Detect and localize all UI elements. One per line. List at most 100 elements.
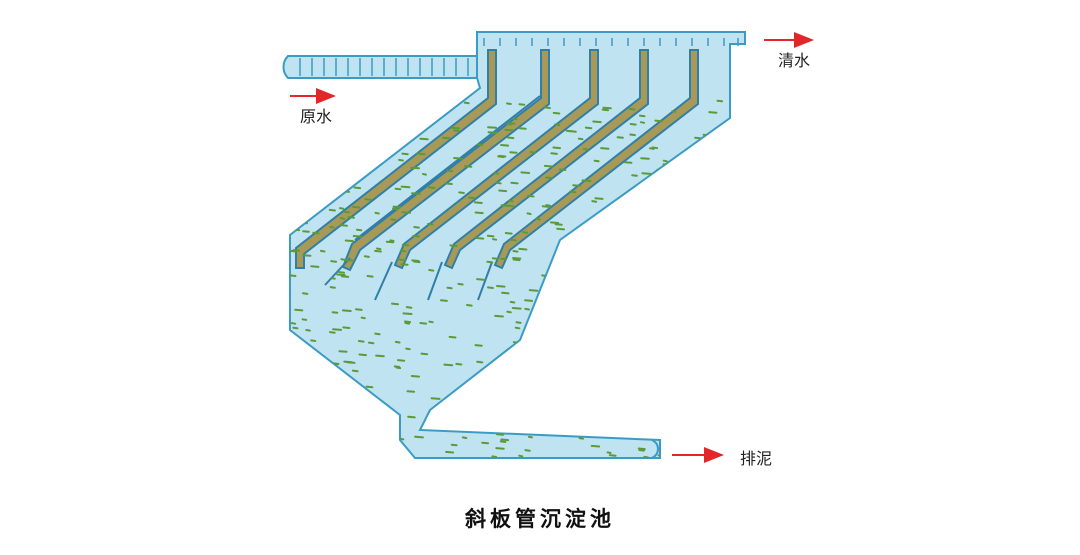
sediment-dash: [644, 353, 651, 357]
sediment-dash: [698, 290, 705, 293]
sediment-dash: [611, 329, 618, 332]
sediment-dash: [642, 199, 651, 203]
sediment-dash: [342, 326, 351, 329]
sediment-dash: [373, 407, 381, 410]
sediment-dash: [481, 419, 487, 422]
sediment-dash: [321, 178, 327, 182]
sediment-dash: [514, 326, 521, 330]
sediment-dash: [453, 397, 462, 401]
sediment-dash: [476, 360, 484, 364]
sediment-dash: [688, 223, 695, 226]
sediment-dash: [541, 274, 548, 277]
sediment-dash: [340, 275, 350, 278]
sediment-dash: [494, 314, 504, 318]
sediment-dash: [606, 451, 612, 454]
sediment-dash: [357, 410, 366, 414]
sediment-dash: [338, 350, 348, 353]
sediment-dash: [652, 375, 659, 378]
sediment-dash: [682, 177, 688, 180]
sediment-dash: [413, 226, 420, 229]
sediment-dash: [290, 322, 297, 325]
sediment-dash: [634, 312, 640, 316]
sediment-dash: [290, 180, 301, 184]
sediment-dash: [348, 164, 358, 167]
sediment-dash: [292, 371, 301, 374]
sediment-dash: [368, 412, 375, 415]
sediment-dash: [529, 151, 536, 154]
sediment-dash: [587, 384, 597, 387]
sediment-dash: [723, 386, 734, 390]
sediment-dash: [639, 121, 646, 124]
inlet-pipe: [282, 55, 479, 79]
sediment-dash: [661, 313, 671, 316]
sediment-dash: [721, 318, 729, 321]
sediment-dash: [527, 194, 535, 198]
sediment-dash: [495, 433, 505, 436]
sediment-dash: [643, 355, 654, 359]
sediment-dash: [711, 390, 721, 394]
sediment-dash: [679, 334, 685, 338]
sediment-dash: [662, 402, 669, 406]
sediment-dash: [347, 216, 355, 219]
sediment-dash: [527, 435, 533, 439]
sediment-dash: [496, 410, 502, 414]
sediment-dash: [442, 136, 451, 140]
sediment-dash: [518, 454, 524, 458]
sediment-dash: [356, 163, 363, 166]
sediment-dash: [461, 436, 468, 439]
sediment-dash: [302, 254, 312, 257]
sediment-dash: [545, 427, 551, 431]
sediment-dash: [299, 215, 307, 219]
sediment-dash: [512, 257, 522, 260]
sediment-dash: [294, 308, 304, 312]
sediment-dash: [704, 162, 713, 166]
sediment-dash: [324, 415, 333, 418]
sediment-dash: [495, 447, 505, 450]
sediment-dash: [715, 208, 724, 212]
sediment-dash: [314, 191, 322, 194]
sediment-dash: [365, 385, 374, 389]
sediment-dash: [335, 430, 345, 434]
sediment-dash: [445, 450, 455, 454]
sediment-dash: [500, 438, 510, 442]
sediment-dash: [319, 186, 328, 189]
sediment-dash: [643, 455, 649, 458]
sediment-dash: [368, 124, 375, 127]
sediment-dash: [595, 353, 601, 357]
sediment-dash: [524, 299, 534, 302]
sediment-dash: [622, 263, 631, 266]
sediment-dash: [455, 362, 463, 366]
sediment-dash: [453, 157, 463, 160]
sediment-dash: [398, 158, 404, 162]
sediment-dash: [406, 390, 416, 393]
sediment-dash: [628, 107, 636, 111]
sediment-dash: [736, 404, 745, 407]
sediment-dash: [734, 336, 741, 339]
sediment-dash: [500, 204, 511, 207]
sediment-dash: [635, 370, 644, 374]
sediment-dash: [653, 300, 664, 304]
sediment-dash: [476, 278, 485, 281]
sludge-label: 排泥: [740, 449, 772, 468]
sediment-dash: [732, 333, 741, 337]
sediment-dash: [604, 300, 613, 304]
sediment-dash: [290, 249, 297, 253]
sediment-dash: [524, 307, 530, 311]
sediment-dash: [344, 411, 355, 415]
sediment-dash: [397, 359, 406, 362]
sediment-dash: [333, 362, 340, 365]
sediment-dash: [391, 143, 402, 147]
sediment-dash: [572, 184, 582, 187]
sediment-dash: [353, 152, 361, 155]
sediment-dash: [505, 385, 512, 388]
sediment-dash: [517, 398, 524, 401]
sediment-dash: [470, 395, 478, 399]
sediment-dash: [491, 455, 498, 458]
sediment-dash: [388, 141, 395, 145]
sediment-dash: [732, 281, 742, 285]
sediment-dash: [641, 172, 652, 175]
sediment-dash: [518, 103, 526, 106]
sediment-dash: [509, 385, 517, 389]
sediment-dash: [290, 451, 299, 454]
sediment-dash: [509, 300, 516, 304]
